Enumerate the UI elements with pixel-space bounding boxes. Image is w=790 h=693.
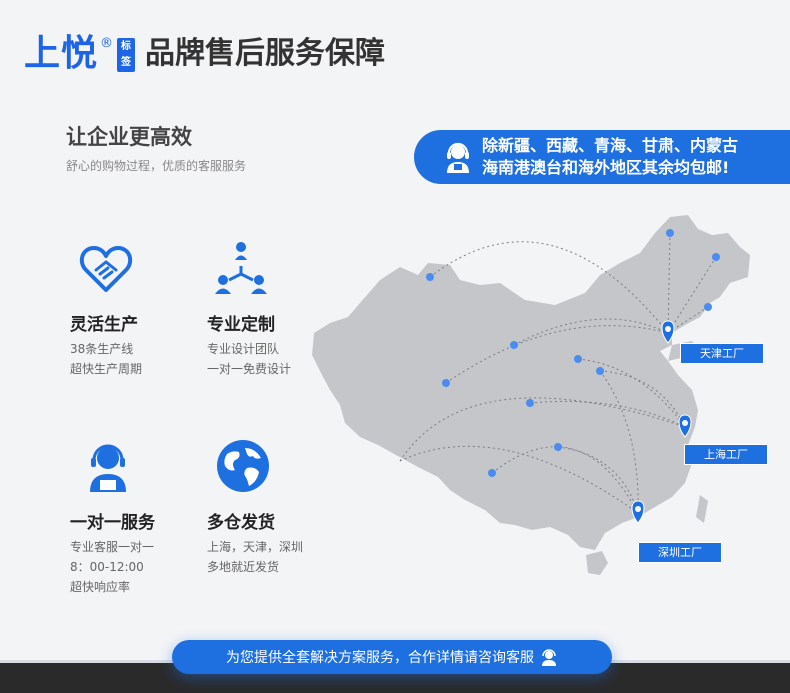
feature-one-on-one-service: 一对一服务 专业客服一对一 8：00-12:00 超快响应率 — [70, 438, 210, 597]
badge-char: 签 — [121, 57, 132, 68]
support-icon — [542, 649, 556, 666]
registered-mark: ® — [100, 36, 114, 51]
city-point — [442, 379, 450, 387]
shanghai-pin-icon — [678, 414, 692, 438]
feature-flexible-production: 灵活生产 38条生产线 超快生产周期 — [70, 240, 210, 379]
shipping-notice-banner: 除新疆、西藏、青海、甘肃、内蒙古 海南港澳台和海外地区其余均包邮! — [414, 130, 790, 184]
feature-line: 专业客服一对一 — [70, 540, 155, 554]
feature-title: 灵活生产 — [70, 315, 138, 335]
china-map-shape — [312, 215, 750, 550]
route-line — [429, 241, 669, 334]
city-point — [574, 355, 582, 363]
city-point — [426, 273, 434, 281]
feature-line: 超快响应率 — [70, 580, 131, 594]
cta-text: 为您提供全套解决方案服务，合作详情请咨询客服 — [226, 650, 534, 666]
feature-title: 多仓发货 — [207, 513, 275, 533]
feature-title: 专业定制 — [207, 315, 275, 335]
factory-label-shenzhen: 深圳工厂 — [638, 542, 722, 563]
china-map — [312, 215, 750, 575]
notice-line: 海南港澳台和海外地区其余均包邮! — [482, 158, 730, 177]
brand-header: 上悦 ® 标 签 品牌售后服务保障 — [24, 32, 385, 76]
hainan-island — [586, 551, 608, 575]
notice-text: 除新疆、西藏、青海、甘肃、内蒙古 海南港澳台和海外地区其余均包邮! — [482, 135, 738, 179]
city-point — [666, 229, 674, 237]
city-point — [526, 399, 534, 407]
tianjin-pin-icon — [661, 320, 675, 344]
feature-line: 超快生产周期 — [70, 362, 143, 376]
feature-custom-design: 专业定制 专业设计团队 一对一免费设计 — [207, 240, 347, 379]
notice-line: 除新疆、西藏、青海、甘肃、内蒙古 — [482, 136, 739, 155]
taiwan-island — [696, 495, 708, 523]
city-point — [554, 443, 562, 451]
intro-subtitle: 舒心的购物过程，优质的客服服务 — [66, 159, 247, 173]
feature-title: 一对一服务 — [70, 513, 155, 533]
team-icon — [215, 242, 267, 294]
city-point — [596, 367, 604, 375]
feature-multi-warehouse: 多仓发货 上海，天津，深圳 多地就近发货 — [207, 438, 347, 577]
city-point — [712, 253, 720, 261]
route-line — [491, 446, 639, 514]
origin-points — [426, 229, 720, 477]
route-line — [529, 400, 686, 428]
factory-label-shanghai: 上海工厂 — [684, 444, 768, 465]
route-line — [399, 445, 639, 514]
intro: 让企业更高效 舒心的购物过程，优质的客服服务 — [66, 123, 246, 174]
route-line — [513, 318, 669, 346]
city-point — [488, 469, 496, 477]
badge-char: 标 — [121, 41, 132, 52]
factory-label-tianjin: 天津工厂 — [680, 343, 764, 364]
route-line — [599, 370, 686, 428]
city-point — [704, 303, 712, 311]
feature-line: 专业设计团队 — [207, 342, 280, 356]
page-title: 品牌售后服务保障 — [145, 36, 386, 71]
customer-service-icon — [447, 142, 469, 173]
feature-line: 8：00-12:00 — [70, 560, 144, 574]
route-line — [667, 232, 671, 334]
feature-line: 一对一免费设计 — [207, 362, 292, 376]
brand-logo: 上悦 — [24, 33, 99, 74]
feature-line: 38条生产线 — [70, 342, 134, 356]
feature-line: 多地就近发货 — [207, 560, 280, 574]
consult-service-button[interactable]: 为您提供全套解决方案服务，合作详情请咨询客服 — [172, 640, 612, 674]
route-lines — [399, 232, 717, 514]
route-line — [599, 370, 639, 514]
shenzhen-pin-icon — [631, 500, 645, 524]
intro-title: 让企业更高效 — [66, 125, 192, 149]
feature-line: 上海，天津，深圳 — [207, 540, 304, 554]
handshake-icon — [79, 246, 133, 292]
headset-agent-icon — [90, 444, 126, 492]
city-point — [510, 341, 518, 349]
brand-badge: 标 签 — [117, 38, 136, 72]
globe-icon — [217, 440, 269, 492]
route-line — [557, 446, 639, 514]
